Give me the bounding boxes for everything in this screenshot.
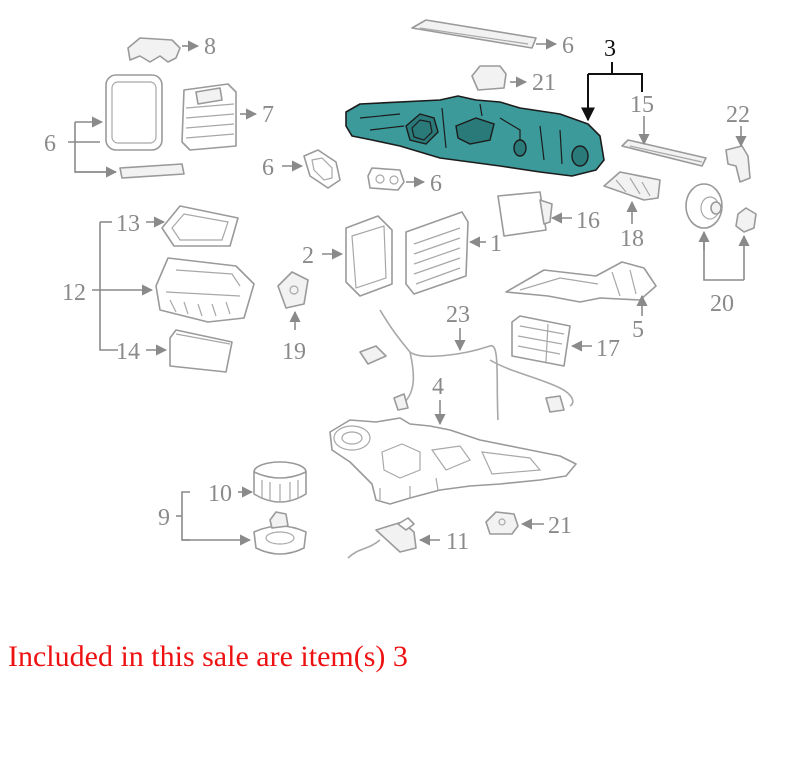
callout-6-left: 6 [44,131,56,157]
part-4-lower-housing: 4 [329,374,577,505]
part-2-frame: 2 [302,215,393,297]
part-16-module: 16 [497,191,600,237]
part-11-sensor: 11 [347,517,469,559]
callout-4: 4 [432,374,444,400]
part-6-filter-group: 6 [44,74,185,179]
callout-1: 1 [490,231,502,257]
part-12-group: 12 [62,221,255,351]
part-20-blower-assembly: 20 [685,183,757,317]
callout-15: 15 [630,92,654,118]
part-3-highlighted-housing: 3 [345,36,643,177]
part-23-harness: 23 [359,302,574,421]
callout-9: 9 [158,505,170,531]
part-22-actuator: 22 [725,102,751,183]
callout-2: 2 [302,243,314,269]
part-6-gasket-left: 6 [262,149,341,189]
part-17-evaporator: 17 [511,315,620,367]
part-7-core: 7 [181,83,274,151]
part-13-filter: 13 [116,205,239,247]
parts-diagram: 8 6 7 6 21 [44,19,757,559]
callout-12: 12 [62,280,86,306]
callout-18: 18 [620,226,644,252]
part-19-actuator: 19 [277,271,309,365]
part-8-bracket: 8 [127,34,216,63]
callout-6-mid-left: 6 [262,155,274,181]
callout-20: 20 [710,291,734,317]
part-1-heater-core: 1 [405,211,502,295]
callout-22: 22 [726,102,750,128]
callout-21-bottom: 21 [548,513,572,539]
part-18-damper: 18 [603,171,661,252]
callout-21-top: 21 [532,70,556,96]
part-6-gasket-right: 6 [367,167,442,197]
callout-6-mid-right: 6 [430,171,442,197]
sale-caption: Included in this sale are item(s) 3 [8,640,408,673]
callout-5: 5 [632,317,644,343]
callout-19: 19 [282,339,306,365]
callout-16: 16 [576,208,600,234]
part-6-top-strip: 6 [411,19,574,59]
part-10-blower-wheel: 10 [208,461,307,507]
callout-7: 7 [262,102,274,128]
part-21-top: 21 [471,65,556,96]
callout-8: 8 [204,34,216,60]
callout-13: 13 [116,211,140,237]
callout-6-top: 6 [562,33,574,59]
callout-23: 23 [446,302,470,328]
callout-10: 10 [208,481,232,507]
callout-3: 3 [604,36,616,62]
part-9-blower-motor: 9 [158,491,307,555]
part-5-duct: 5 [505,261,657,343]
part-15-seal: 15 [621,92,707,167]
callout-14: 14 [116,339,140,365]
part-14-case: 14 [116,329,233,373]
part-21-bottom: 21 [485,511,572,539]
callout-11: 11 [446,529,469,555]
callout-17: 17 [596,336,620,362]
